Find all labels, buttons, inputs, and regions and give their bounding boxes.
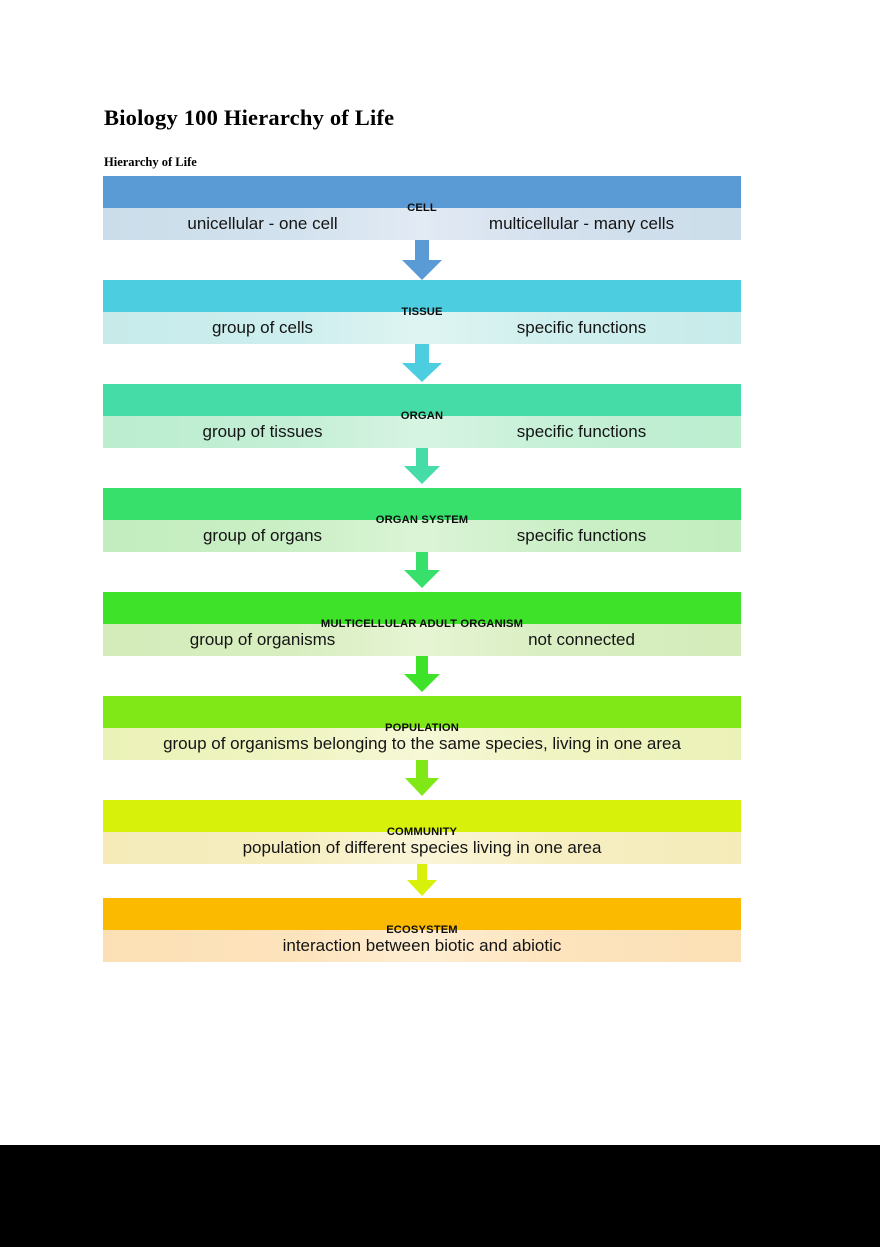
- level-description-organ-system-left: group of organs: [202, 526, 323, 545]
- bottom-black-band: [0, 1145, 880, 1247]
- hierarchy-level-organism: MULTICELLULAR ADULT ORGANISM group of or…: [103, 592, 741, 656]
- down-arrow-icon: [404, 448, 440, 484]
- down-arrow-icon: [402, 240, 442, 280]
- arrow-slot-organism-to-population: [103, 656, 741, 696]
- level-bar-organism: MULTICELLULAR ADULT ORGANISM: [103, 592, 741, 630]
- level-bar-population: POPULATION: [103, 696, 741, 734]
- arrow-slot-organ-system-to-organism: [103, 552, 741, 592]
- hierarchy-level-ecosystem: ECOSYSTEM interaction between biotic and…: [103, 898, 741, 962]
- level-description-cell-left: unicellular - one cell: [187, 214, 338, 233]
- arrow-slot-population-to-community: [103, 760, 741, 800]
- level-description-organ: group of tissues specific functions: [103, 416, 741, 448]
- level-description-organ-system: group of organs specific functions: [103, 520, 741, 552]
- level-description-population: group of organisms belonging to the same…: [103, 728, 741, 760]
- level-description-organ-left: group of tissues: [202, 422, 323, 441]
- arrow-slot-tissue-to-organ: [103, 344, 741, 384]
- hierarchy-level-community: COMMUNITY population of different specie…: [103, 800, 741, 864]
- diagram-caption: Hierarchy of Life: [104, 155, 197, 169]
- level-description-community: population of different species living i…: [103, 832, 741, 864]
- level-description-cell-right: multicellular - many cells: [488, 214, 675, 233]
- level-bar-community: COMMUNITY: [103, 800, 741, 838]
- level-description-organism-right: not connected: [528, 630, 635, 649]
- level-description-population-text: group of organisms belonging to the same…: [163, 734, 681, 753]
- hierarchy-level-organ-system: ORGAN SYSTEM group of organs specific fu…: [103, 488, 741, 552]
- hierarchy-level-cell: CELL unicellular - one cell multicellula…: [103, 176, 741, 240]
- hierarchy-level-organ: ORGAN group of tissues specific function…: [103, 384, 741, 448]
- level-description-cell: unicellular - one cell multicellular - m…: [103, 208, 741, 240]
- level-bar-organ: ORGAN: [103, 384, 741, 422]
- page-title: Biology 100 Hierarchy of Life: [104, 105, 395, 130]
- level-bar-organ-system: ORGAN SYSTEM: [103, 488, 741, 526]
- down-arrow-icon: [404, 656, 440, 692]
- level-bar-cell: CELL: [103, 176, 741, 214]
- down-arrow-icon: [402, 344, 442, 382]
- down-arrow-icon: [405, 760, 439, 796]
- down-arrow-icon: [404, 552, 440, 588]
- level-description-tissue: group of cells specific functions: [103, 312, 741, 344]
- level-description-tissue-left: group of cells: [211, 318, 314, 337]
- level-description-tissue-right: specific functions: [516, 318, 647, 337]
- hierarchy-level-tissue: TISSUE group of cells specific functions: [103, 280, 741, 344]
- hierarchy-level-population: POPULATION group of organisms belonging …: [103, 696, 741, 760]
- down-arrow-icon: [407, 864, 437, 896]
- hierarchy-of-life-diagram: CELL unicellular - one cell multicellula…: [103, 176, 741, 962]
- level-bar-tissue: TISSUE: [103, 280, 741, 318]
- level-description-ecosystem-text: interaction between biotic and abiotic: [282, 936, 562, 955]
- level-description-community-text: population of different species living i…: [242, 838, 602, 857]
- level-description-organism-left: group of organisms: [189, 630, 336, 649]
- arrow-slot-community-to-ecosystem: [103, 864, 741, 898]
- level-description-ecosystem: interaction between biotic and abiotic: [103, 930, 741, 962]
- level-description-organ-system-right: specific functions: [516, 526, 647, 545]
- level-description-organism: group of organisms not connected: [103, 624, 741, 656]
- arrow-slot-organ-to-organ-system: [103, 448, 741, 488]
- level-description-organ-right: specific functions: [516, 422, 647, 441]
- arrow-slot-cell-to-tissue: [103, 240, 741, 280]
- level-bar-ecosystem: ECOSYSTEM: [103, 898, 741, 936]
